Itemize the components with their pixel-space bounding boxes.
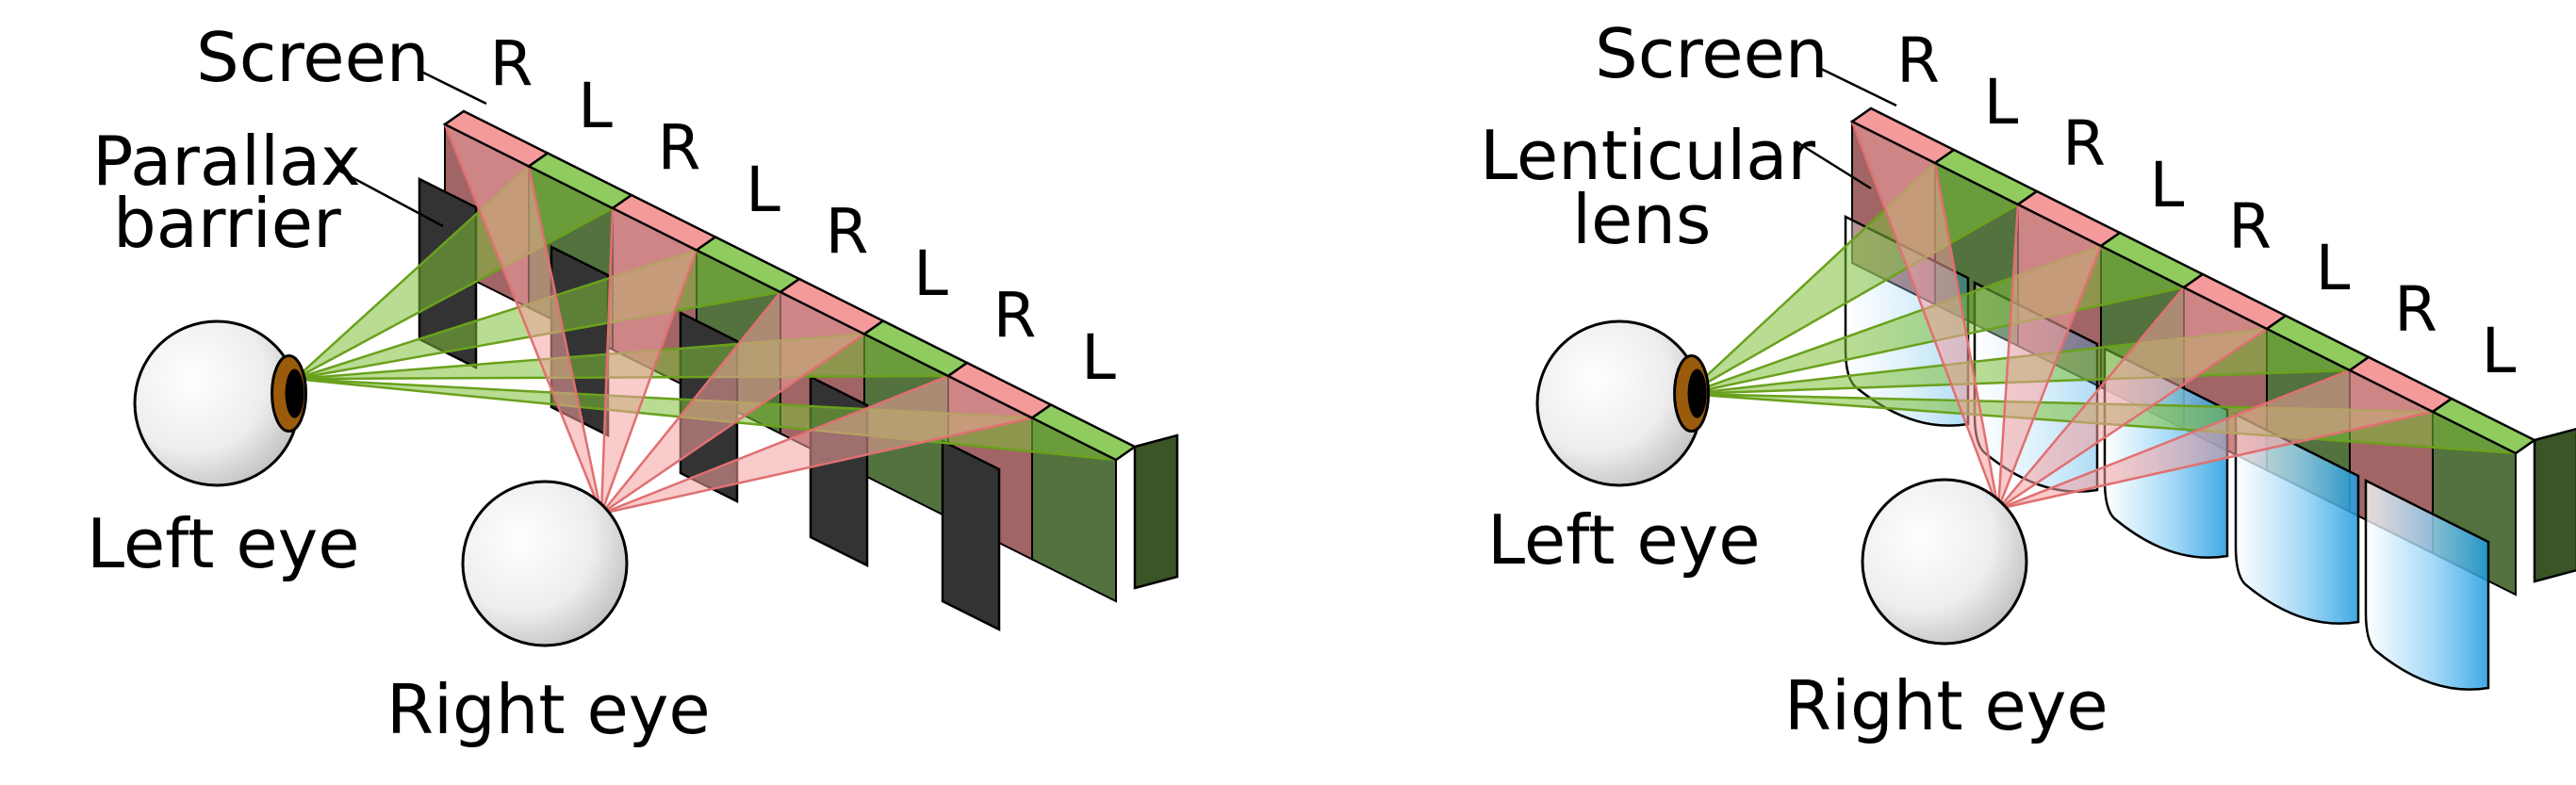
screen-label: Screen	[1595, 14, 1829, 93]
screen-end-cap	[2533, 427, 2576, 583]
left-pixel-strip	[2430, 397, 2537, 455]
strip-label-l: L	[578, 70, 613, 142]
right-eye-rays	[1850, 120, 2435, 511]
pupil	[285, 368, 304, 418]
screen-leader-line	[1818, 66, 1897, 107]
lens-label-line2: lens	[1572, 180, 1711, 259]
eyeball	[461, 480, 629, 647]
barrier-label-line2: barrier	[113, 184, 341, 263]
barrier-leader-line	[336, 168, 444, 228]
right-eye-icon	[461, 480, 629, 647]
right-eye-label: Right eye	[386, 670, 711, 749]
left-eye-icon	[133, 319, 308, 487]
strip-label-l: L	[2150, 149, 2185, 221]
lens-element	[2234, 412, 2360, 625]
strip-label-l: L	[1984, 66, 2019, 139]
strip-label-r: R	[658, 111, 701, 184]
strip-label-l: L	[2316, 232, 2351, 304]
left-pixel-strip	[1029, 403, 1138, 462]
screen-pixel-strips	[442, 109, 1138, 462]
strip-label-l: L	[913, 237, 948, 310]
strip-label-r: R	[2062, 107, 2106, 180]
lens-leader-line	[1795, 139, 1872, 190]
screen-label: Screen	[196, 18, 430, 97]
right-eye-label: Right eye	[1784, 666, 2108, 745]
strip-label-r: R	[2394, 273, 2437, 346]
right-eye-icon	[1861, 478, 2028, 646]
right-eye-rays	[443, 123, 1034, 515]
barrier-plate	[809, 374, 869, 568]
strip-label-l: L	[2482, 315, 2517, 387]
strip-label-r: R	[1896, 25, 1940, 97]
pupil	[1687, 368, 1707, 418]
barrier-label-line1: Parallax	[92, 122, 361, 201]
screen-leader-line	[418, 69, 487, 106]
strip-label-r: R	[993, 279, 1037, 352]
lens-label-line1: Lenticular	[1480, 116, 1815, 195]
eyeball	[1861, 478, 2028, 646]
left-eye-label: Left eye	[87, 504, 360, 583]
left-eye-label: Left eye	[1487, 500, 1761, 580]
strip-label-l: L	[1081, 321, 1116, 394]
strip-label-r: R	[490, 27, 533, 100]
left-eye-icon	[1535, 319, 1711, 487]
screen-pixel-strips	[1849, 106, 2537, 455]
screen-end-cap	[1133, 433, 1179, 590]
strip-label-l: L	[746, 154, 780, 226]
strip-label-r: R	[826, 195, 869, 268]
lens-element	[2364, 478, 2490, 691]
barrier-plate	[941, 438, 1001, 632]
strip-label-r: R	[2228, 190, 2272, 263]
